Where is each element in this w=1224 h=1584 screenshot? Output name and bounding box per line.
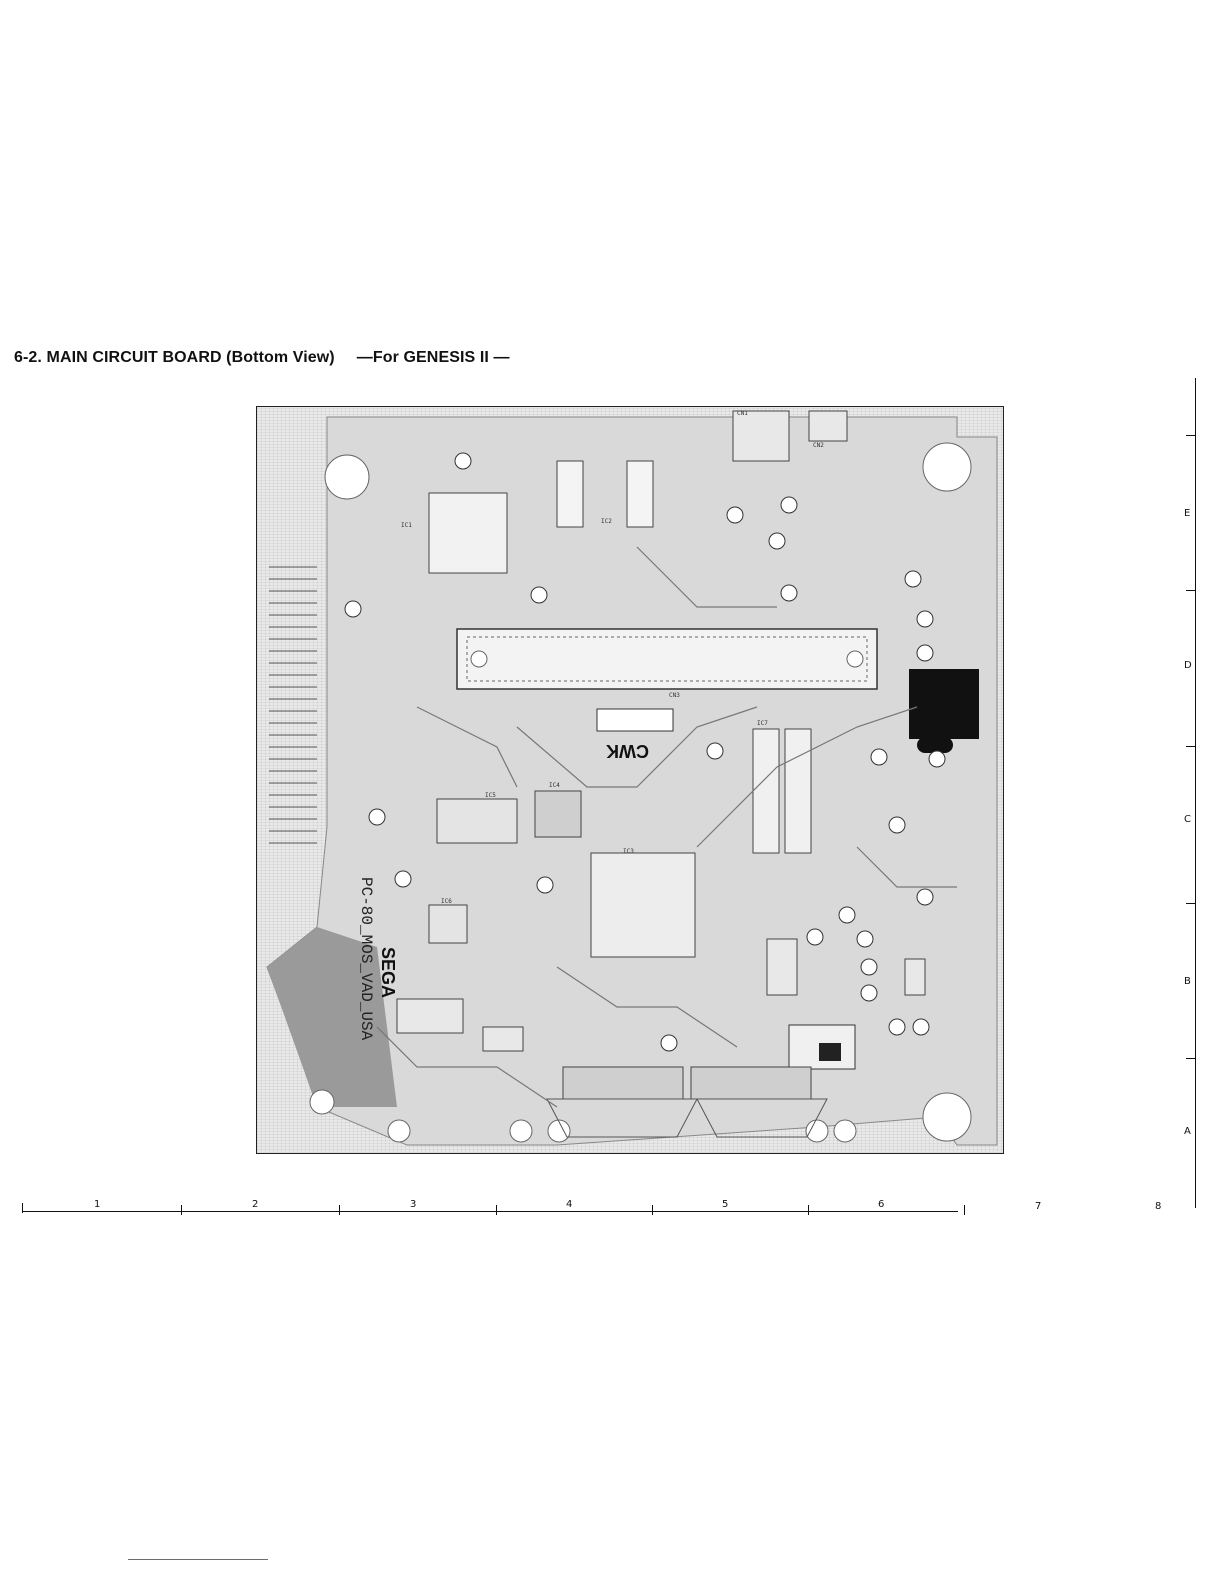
mount-hole — [510, 1120, 532, 1142]
ic-chip — [753, 729, 779, 853]
silkscreen-brand: SEGA — [378, 947, 398, 998]
ref-label: IC5 — [485, 792, 496, 799]
grid-col-label: 3 — [410, 1199, 416, 1210]
grid-ruler-horizontal — [22, 1211, 958, 1212]
grid-ruler-vertical — [1195, 378, 1196, 1208]
heat-sink-tab — [917, 737, 953, 753]
edge-connector — [269, 567, 317, 843]
ic-chip — [905, 959, 925, 995]
grid-col-label: 5 — [722, 1199, 728, 1210]
ic-chip — [767, 939, 797, 995]
ruler-tick — [496, 1205, 497, 1215]
heat-sink — [909, 669, 979, 739]
ruler-tick — [1186, 590, 1196, 591]
mount-hole — [325, 455, 369, 499]
silkscreen-part-number: PC-80_MOS_VAD_USA — [357, 877, 375, 1041]
ref-label: IC1 — [401, 522, 412, 529]
mount-hole — [806, 1120, 828, 1142]
ref-label: IC3 — [623, 848, 634, 855]
av-connector-socket — [819, 1043, 841, 1061]
ic-chip — [483, 1027, 523, 1051]
ref-label: IC7 — [757, 720, 768, 727]
grid-row-label: D — [1184, 660, 1192, 671]
ruler-tick — [181, 1205, 182, 1215]
ref-label: IC2 — [601, 518, 612, 525]
grid-col-label: 7 — [1035, 1201, 1041, 1212]
grid-row-label: B — [1184, 976, 1191, 987]
grid-row-label: A — [1184, 1126, 1191, 1137]
page-footer-line — [128, 1559, 268, 1560]
board-artwork: PC-80_MOS_VAD_USA SEGA CWK IC1 IC2 IC3 I… — [257, 407, 1004, 1154]
ruler-tick — [808, 1205, 809, 1215]
ic-chip — [429, 493, 507, 573]
ref-label: CN2 — [813, 442, 824, 449]
connector — [733, 411, 789, 461]
ic-chip — [397, 999, 463, 1033]
ref-label: IC4 — [549, 782, 560, 789]
page-title: 6-2. MAIN CIRCUIT BOARD (Bottom View) —Fo… — [14, 349, 510, 367]
mount-hole — [548, 1120, 570, 1142]
ruler-tick — [339, 1205, 340, 1215]
ic-chip — [627, 461, 653, 527]
mount-hole — [923, 1093, 971, 1141]
grid-col-label: 6 — [878, 1199, 884, 1210]
jumper-pad-grid — [597, 709, 673, 731]
mount-hole — [388, 1120, 410, 1142]
ruler-tick — [1186, 903, 1196, 904]
ref-label: CN1 — [737, 410, 748, 417]
circuit-board-diagram: PC-80_MOS_VAD_USA SEGA CWK IC1 IC2 IC3 I… — [256, 406, 1004, 1154]
mount-hole — [834, 1120, 856, 1142]
slot-hole — [471, 651, 487, 667]
slot-hole — [847, 651, 863, 667]
ic-chip — [535, 791, 581, 837]
title-main: 6-2. MAIN CIRCUIT BOARD (Bottom View) — [14, 349, 335, 366]
board-dark-region — [267, 927, 397, 1107]
ruler-tick — [964, 1205, 965, 1215]
ruler-tick — [1186, 1058, 1196, 1059]
ic-chip — [785, 729, 811, 853]
cartridge-slot — [457, 629, 877, 689]
ref-label: IC6 — [441, 898, 452, 905]
ic-chip — [437, 799, 517, 843]
ruler-tick — [1186, 435, 1196, 436]
connector — [809, 411, 847, 441]
mount-hole — [923, 443, 971, 491]
ruler-tick — [1186, 746, 1196, 747]
ic-chip — [557, 461, 583, 527]
ic-chip — [429, 905, 467, 943]
grid-col-label: 1 — [94, 1199, 100, 1210]
grid-col-label: 8 — [1155, 1201, 1161, 1212]
ref-label: CN3 — [669, 692, 680, 699]
grid-col-label: 4 — [566, 1199, 572, 1210]
grid-row-label: E — [1184, 508, 1190, 519]
silkscreen-logo: CWK — [606, 741, 649, 761]
mount-hole — [310, 1090, 334, 1114]
grid-col-label: 2 — [252, 1199, 258, 1210]
ic-chip — [591, 853, 695, 957]
ruler-tick — [652, 1205, 653, 1215]
title-model: —For GENESIS II — — [357, 349, 510, 366]
ruler-tick — [22, 1203, 23, 1213]
grid-row-label: C — [1184, 814, 1191, 825]
